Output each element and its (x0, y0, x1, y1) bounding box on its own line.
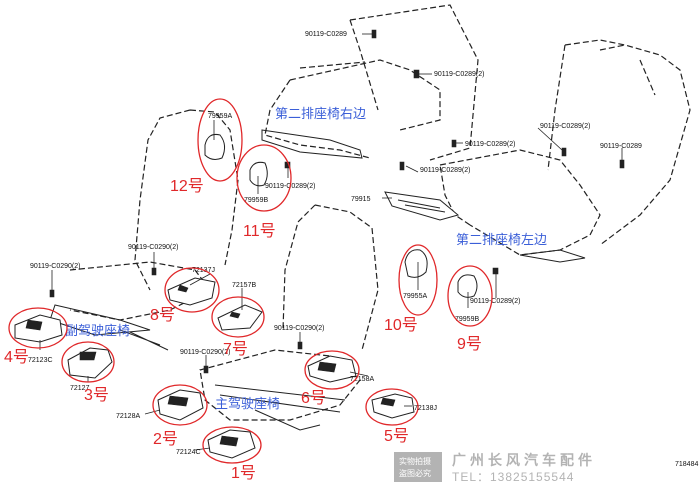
headrest-cover-79959a-drawing (204, 134, 226, 160)
label-bolt-left-b: 90119-C0290(2) (30, 263, 80, 270)
callout-10: 10号 (384, 316, 418, 334)
ring-4 (8, 307, 68, 349)
callout-numbers: 1号 2号 3号 4号 5号 6号 7号 8号 9号 10号 11号 12号 (4, 177, 482, 482)
ring-9 (447, 265, 493, 327)
part-72123c-drawing (14, 314, 63, 343)
callout-1: 1号 (231, 464, 256, 482)
label-part-72127: 72127 (70, 385, 90, 392)
label-bolt-top: 90119-C0289 (305, 31, 347, 38)
label-second-row-left: 第二排座椅左边 (456, 232, 547, 247)
label-part-79959a: 79959A (208, 113, 232, 120)
watermark-shop-name: 广州长风汽车配件 (452, 452, 596, 468)
label-bolt-front-b: 90119-C0290(2) (180, 349, 230, 356)
label-part-72138j: 72138J (414, 405, 437, 412)
ring-8 (164, 267, 220, 313)
label-part-72157b: 72157B (232, 282, 256, 289)
callout-9: 9号 (457, 335, 482, 353)
label-part-79955a: 79955A (403, 293, 427, 300)
label-part-72123c: 72123C (28, 357, 53, 364)
ring-3 (61, 341, 115, 383)
callout-11: 11号 (243, 222, 276, 240)
watermark-phone: TEL：13825155544 (452, 470, 574, 484)
highlight-rings (8, 98, 493, 464)
ring-7 (211, 296, 265, 338)
watermark-badge-line1: 实物拍摄 (399, 456, 431, 466)
ring-10 (398, 244, 438, 316)
label-bolt-center-b: 90119-C0289(2) (420, 167, 470, 174)
ring-1 (202, 426, 262, 464)
label-part-72158a: 72158A (350, 376, 374, 383)
leader-lines (39, 33, 623, 451)
label-bolt-2nd-row-a: 90119-C0289(2) (540, 123, 590, 130)
callout-8: 8号 (150, 306, 175, 324)
ring-6 (304, 350, 360, 390)
label-bolt-left-a: 90119-C0290(2) (128, 244, 178, 251)
label-bolt-2nd-row-b: 90119-C0289 (600, 143, 642, 150)
watermark-badge-line2: 盗图必究 (399, 468, 431, 478)
second-row-right-seat-drawing (261, 4, 479, 161)
ring-5 (365, 388, 419, 426)
label-bolt-front-a: 90119-C0290(2) (274, 325, 324, 332)
label-part-79959b-2: 79959B (455, 316, 479, 323)
callout-2: 2号 (153, 430, 178, 448)
headrest-cover-79955a-drawing (404, 249, 428, 278)
driver-seat-drawing (199, 204, 379, 431)
diagram-code: 718484 (675, 461, 698, 468)
part-72127-drawing (67, 347, 113, 379)
label-bolt-9: 90119-C0289(2) (470, 298, 520, 305)
label-second-row-right: 第二排座椅右边 (275, 106, 366, 121)
ring-11 (236, 144, 292, 212)
part-number-labels: 90119-C0289 90119-C0289(2) 90119-C0289(2… (28, 31, 698, 468)
second-row-left-seat-drawing (439, 39, 691, 263)
headrest-cover-79959b-11-drawing (249, 161, 268, 187)
callout-6: 6号 (301, 389, 326, 407)
callout-12: 12号 (170, 177, 204, 195)
callout-7: 7号 (223, 340, 248, 358)
label-passenger-seat: 副驾驶座椅 (65, 323, 130, 338)
ring-2 (152, 384, 208, 426)
watermark-badge (394, 452, 442, 482)
callout-3: 3号 (84, 386, 109, 404)
callout-5: 5号 (384, 427, 409, 445)
part-72138j-drawing (371, 393, 415, 419)
seat-labels: 第二排座椅右边 第二排座椅左边 副驾驶座椅 主驾驶座椅 (65, 106, 547, 411)
ring-12 (197, 98, 243, 182)
label-part-72124c: 72124C (176, 449, 201, 456)
part-72158a-drawing (307, 355, 357, 383)
label-part-79915: 79915 (351, 196, 371, 203)
headrest-cover-79959b-9-drawing (457, 274, 478, 298)
part-72128a-drawing (157, 389, 204, 421)
label-part-79959b: 79959B (244, 197, 268, 204)
bolt-icons (49, 29, 625, 374)
label-bolt-mid-right: 90119-C0289(2) (434, 71, 484, 78)
label-bolt-center: 90119-C0289(2) (465, 141, 515, 148)
watermark: 实物拍摄 盗图必究 广州长风汽车配件 TEL：13825155544 (394, 452, 596, 484)
part-72137j-drawing (167, 277, 216, 306)
callout-4: 4号 (4, 348, 29, 366)
label-part-72128a: 72128A (116, 413, 140, 420)
part-72124c-drawing (207, 429, 256, 459)
part-79915-drawing (384, 191, 460, 221)
label-driver-seat: 主驾驶座椅 (215, 396, 280, 411)
part-72157b-drawing (217, 304, 263, 331)
